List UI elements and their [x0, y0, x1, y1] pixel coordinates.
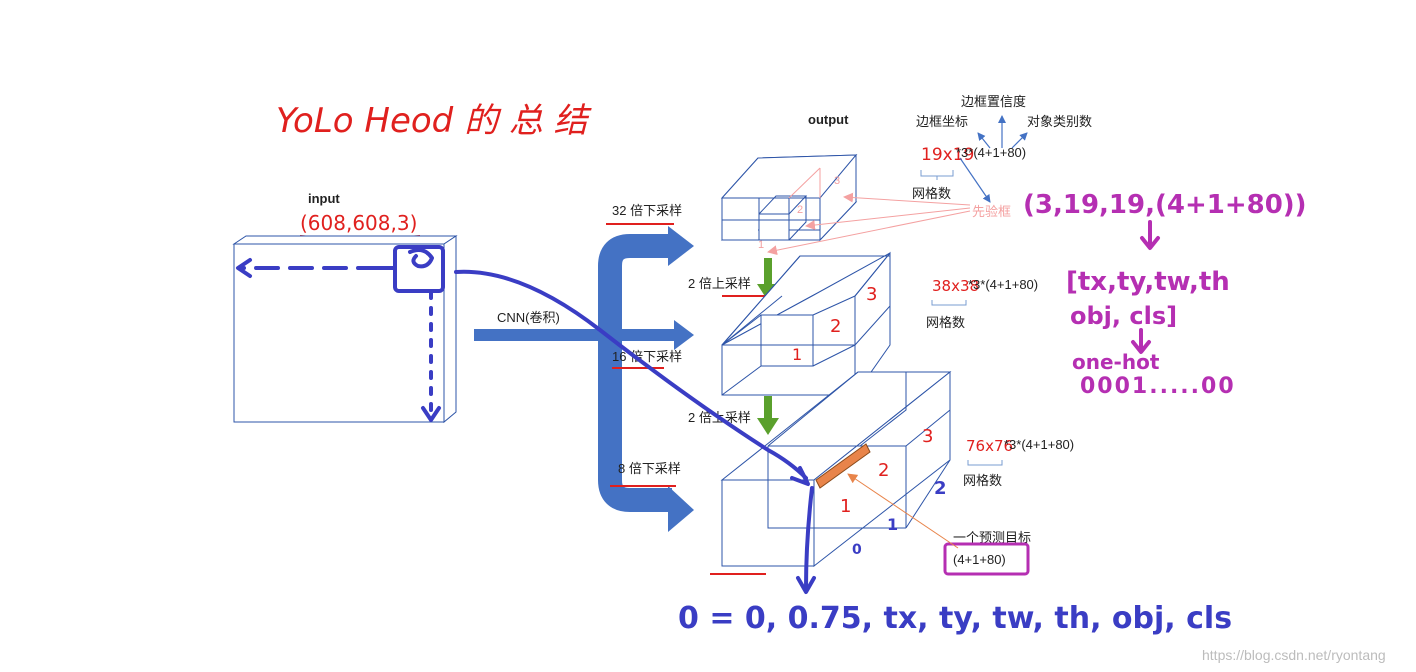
input-grid-cell-marker — [236, 245, 445, 422]
anchor-pointer-arrow — [959, 157, 991, 203]
anchor-19-1: 1 — [758, 239, 764, 251]
legend-arrow-coords — [977, 132, 991, 149]
note-arrow-1 — [1140, 220, 1160, 250]
downsample-8-label: 8 倍下采样 — [618, 461, 681, 476]
prediction-caption: 一个预测目标 — [953, 530, 1031, 545]
index-label-2: 2 — [934, 478, 947, 499]
grid-76-size: 76x76 — [966, 437, 1013, 455]
anchor-arrow-2 — [805, 207, 971, 230]
grid-19-caption: 网格数 — [912, 186, 951, 201]
note-tensor-shape: (3,19,19,(4+1+80)) — [1023, 190, 1307, 220]
legend-bbox-coords: 边框坐标 — [916, 114, 968, 129]
anchor-arrow-1 — [767, 210, 971, 256]
watermark: https://blog.csdn.net/ryontang — [1202, 647, 1386, 663]
feature-map-76 — [720, 370, 952, 568]
anchor-legend: 先验框 — [972, 204, 1011, 219]
prediction-pointer — [847, 473, 959, 549]
grid-76-brace — [967, 460, 1003, 466]
grid-38-brace — [931, 300, 967, 306]
upsample-arrow-2 — [757, 396, 779, 435]
anchor-76-1: 1 — [840, 496, 851, 517]
note-arrow-2 — [1131, 328, 1151, 354]
input-shape: (608,608,3) — [300, 211, 417, 235]
grid-cell-highlight — [815, 443, 871, 489]
diagram-title: YoLo Heod 的 总 结 — [276, 101, 593, 141]
note-encoding-line2: 0001.....00 — [1080, 374, 1236, 399]
downsample-16-label: 16 倍下采样 — [612, 349, 682, 364]
anchor-38-2: 2 — [830, 316, 841, 337]
anchor-76-3: 3 — [922, 426, 933, 447]
note-fields-line2: obj, cls] — [1070, 302, 1177, 330]
anchor-38-3: 3 — [866, 284, 877, 305]
anchor-19-3: 3 — [834, 175, 840, 187]
note-encoding-line1: one-hot — [1072, 350, 1160, 374]
note-fields-line1: [tx,ty,tw,th — [1066, 267, 1230, 297]
feature-map-19 — [720, 153, 858, 242]
output-label: output — [808, 112, 849, 127]
anchor-arrow-3 — [843, 192, 971, 206]
input-cube — [232, 235, 458, 424]
legend-confidence: 边框置信度 — [961, 94, 1026, 109]
downsample-32-label: 32 倍下采样 — [612, 203, 682, 218]
feature-map-38 — [721, 251, 891, 396]
cnn-label: CNN(卷积) — [497, 310, 560, 325]
grid-19-brace — [920, 170, 954, 180]
index-label-0: 0 — [852, 542, 862, 558]
anchor-38-1: 1 — [792, 345, 802, 364]
note-example: 0 = 0, 0.75, tx, ty, tw, th, obj, cls — [678, 601, 1232, 636]
prediction-box — [943, 542, 1030, 576]
prediction-value: (4+1+80) — [953, 552, 1006, 567]
index-label-1: 1 — [887, 515, 898, 534]
pen-trace — [454, 269, 816, 594]
legend-arrow-class — [1011, 132, 1028, 149]
input-label: input — [308, 191, 340, 206]
upsample-label-1: 2 倍上采样 — [688, 276, 751, 291]
grid-38-caption: 网格数 — [926, 315, 965, 330]
cnn-arrows — [474, 226, 694, 532]
grid-38-size: 38x38 — [932, 277, 979, 295]
anchor-76-2: 2 — [878, 460, 889, 481]
grid-76-caption: 网格数 — [963, 473, 1002, 488]
grid-19-formula: *3*(4+1+80) — [956, 145, 1026, 160]
anchor-19-2: 2 — [797, 204, 803, 216]
grid-76-formula: *3*(4+1+80) — [1004, 437, 1074, 452]
legend-class-count: 对象类别数 — [1027, 114, 1092, 129]
grid-38-formula: *3*(4+1+80) — [968, 277, 1038, 292]
